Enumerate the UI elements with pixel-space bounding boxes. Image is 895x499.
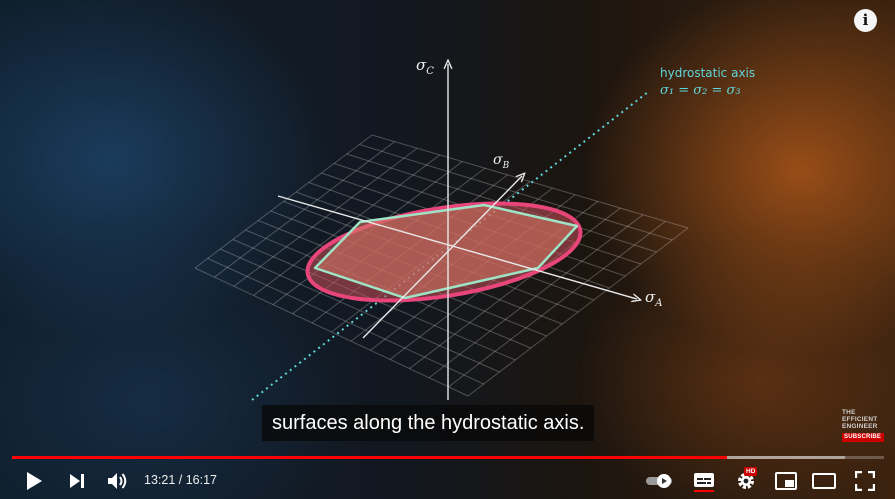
axis-a-line — [277, 195, 637, 299]
time-display: 13:21 / 16:17 — [144, 473, 217, 487]
axis-b-label: σB — [493, 152, 510, 171]
axis-c-label: σC — [416, 56, 434, 77]
time-total: 16:17 — [185, 473, 217, 487]
grid-line — [428, 214, 644, 379]
hydrostatic-axis-label: hydrostatic axis — [660, 66, 755, 80]
play-icon — [27, 471, 42, 490]
miniplayer-button[interactable] — [772, 462, 800, 499]
next-button[interactable] — [64, 462, 90, 499]
volume-button[interactable] — [104, 462, 132, 499]
progress-played — [12, 456, 728, 459]
watermark-line2: EFFICIENT — [842, 416, 878, 423]
fullscreen-button[interactable] — [851, 462, 879, 499]
grid-line — [214, 141, 395, 278]
autoplay-toggle[interactable] — [644, 462, 676, 499]
fullscreen-icon — [855, 470, 875, 491]
subtitles-icon — [694, 472, 714, 492]
grid-line — [409, 207, 621, 369]
tresca-hexagon — [313, 203, 579, 300]
grid-line — [448, 220, 666, 388]
axis-b-line — [362, 176, 522, 339]
grid-line — [194, 134, 373, 269]
autoplay-toggle-icon — [646, 473, 672, 488]
subtitles-button[interactable] — [690, 462, 718, 499]
settings-button[interactable]: HD — [732, 462, 760, 499]
theater-mode-icon — [812, 472, 836, 489]
volume-icon — [108, 472, 127, 489]
grid-line — [359, 144, 673, 241]
hd-badge: HD — [744, 467, 758, 476]
gear-icon — [738, 472, 754, 489]
grid-line — [371, 134, 689, 229]
grid-line — [220, 248, 500, 373]
skip-next-icon — [70, 473, 84, 488]
grid-line — [467, 227, 689, 397]
hydrostatic-equation: σ₁ = σ₂ = σ₃ — [660, 83, 741, 98]
grid-line — [207, 258, 484, 385]
grid-line — [253, 154, 441, 296]
watermark-line1: THE — [842, 409, 856, 416]
grid-line — [194, 267, 469, 397]
info-icon[interactable]: i — [854, 9, 877, 32]
control-bar: 13:21 / 16:17 HD — [0, 462, 895, 499]
watermark-subscribe: SUBSCRIBE — [842, 433, 884, 442]
grid-line — [233, 147, 418, 287]
watermark-line3: ENGINEER — [842, 423, 878, 430]
play-button[interactable] — [20, 462, 48, 499]
miniplayer-icon — [775, 471, 797, 490]
theater-mode-button[interactable] — [810, 462, 838, 499]
axis-a-label: σA — [645, 288, 662, 309]
progress-bar[interactable] — [12, 456, 884, 459]
video-frame-3d-plot: σC σB σA hydrostatic axis σ₁ = σ₂ = σ₃ — [194, 56, 755, 401]
channel-watermark[interactable]: THE EFFICIENT ENGINEER SUBSCRIBE — [842, 409, 886, 442]
time-current: 13:21 — [144, 473, 176, 487]
subtitle-caption: surfaces along the hydrostatic axis. — [262, 405, 595, 441]
